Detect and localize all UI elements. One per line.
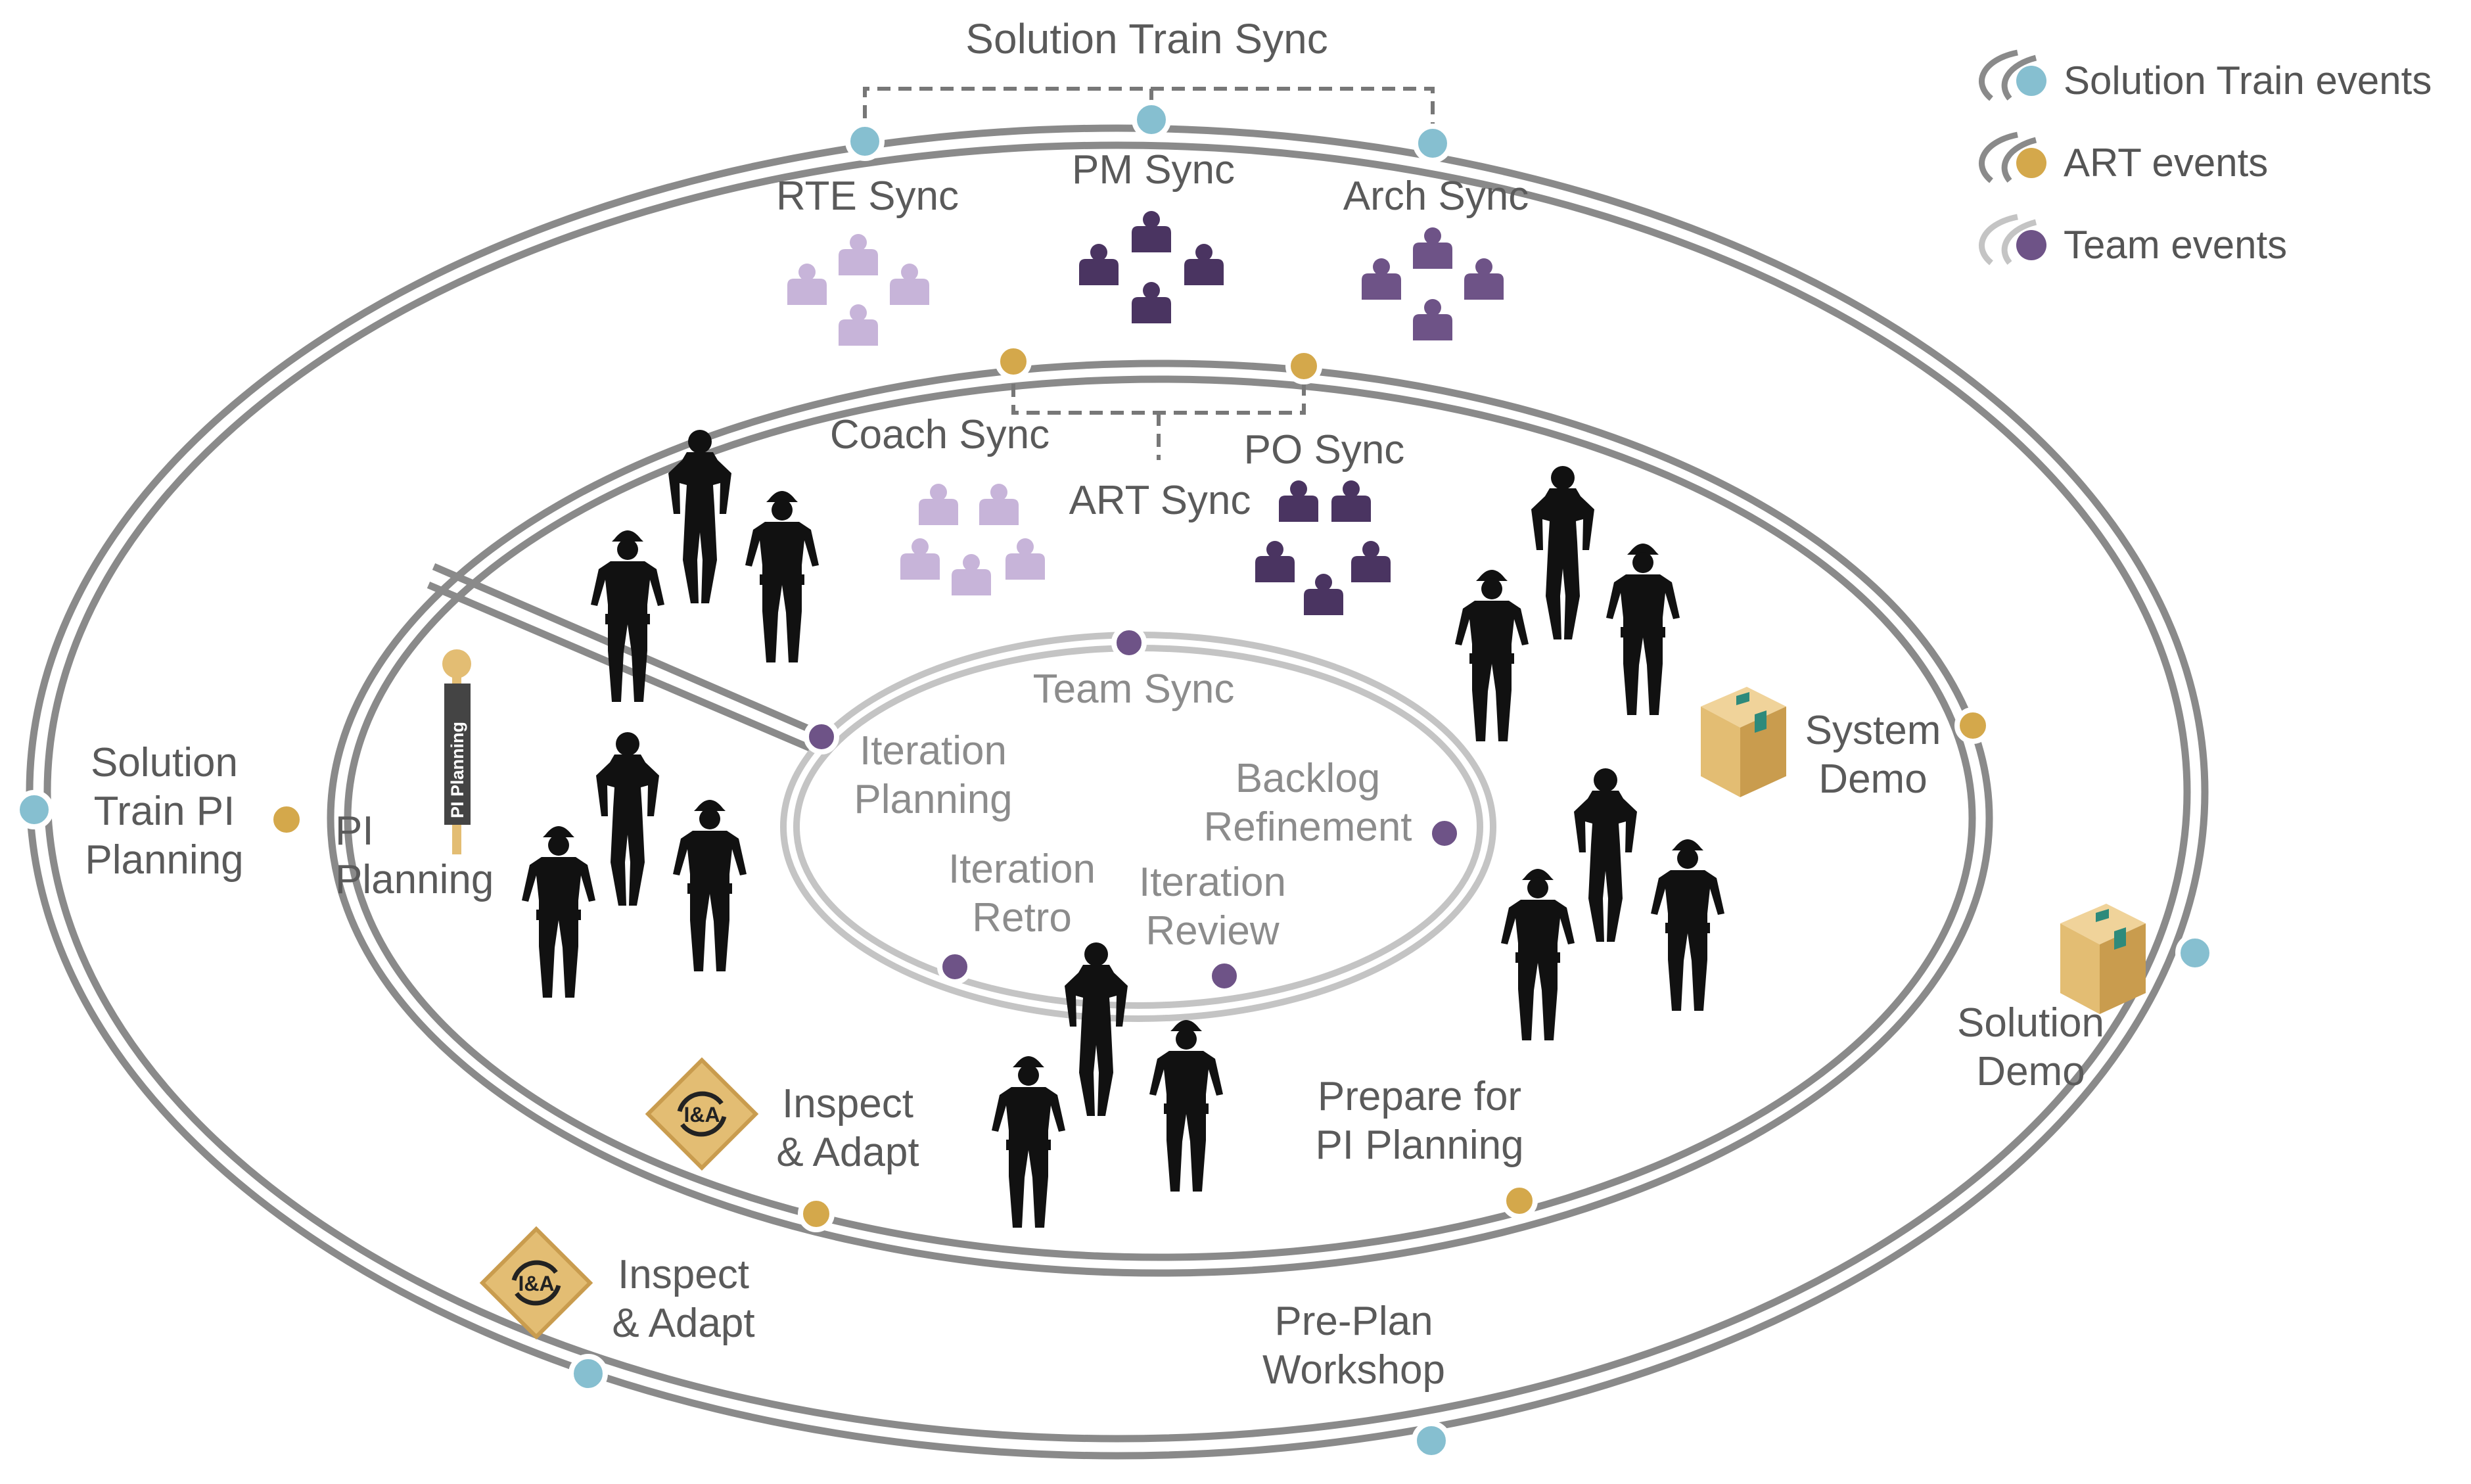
solution-train-event-dot — [568, 1354, 608, 1393]
rte-sync-people-icon — [787, 234, 929, 346]
art-dot-icon — [2016, 147, 2046, 178]
solution-train-event-dot — [845, 122, 885, 161]
art-sync-bracket — [1011, 363, 1306, 460]
iteration-planning-label: Iteration Planning — [854, 728, 1013, 822]
solution-train-event-dot — [2175, 933, 2215, 973]
backlog-refinement-label: Backlog Refinement — [1203, 756, 1412, 850]
team-silhouettes-upper-right — [1455, 466, 1680, 741]
solution-train-event-dot — [1412, 1421, 1451, 1460]
legend-arcs — [1979, 49, 2037, 266]
pm-sync-label: PM Sync — [1071, 147, 1236, 193]
pi-planning-signpost-icon: PI Planning — [442, 649, 471, 854]
solution-train-event-dot — [1413, 124, 1452, 163]
coach-sync-people-icon — [900, 484, 1045, 595]
team-event-dots — [804, 625, 1462, 994]
team-silhouettes-right — [1501, 768, 1724, 1040]
art-inspect-adapt-label: Inspect & Adapt — [776, 1081, 919, 1175]
art-event-dot — [268, 801, 305, 838]
legend-item-team: Team events — [1978, 222, 2287, 267]
art-event-dot — [1285, 348, 1322, 384]
art-event-dot — [1954, 707, 1991, 744]
art-sync-label: ART Sync — [1069, 478, 1251, 523]
art-track — [327, 359, 1993, 1277]
svg-text:PI Planning: PI Planning — [448, 722, 467, 818]
arch-sync-label: Arch Sync — [1343, 174, 1529, 219]
solution-demo-label: Solution Demo — [1956, 1000, 2105, 1094]
team-sync-label: Team Sync — [1032, 666, 1235, 712]
solution-demo-box-icon — [2060, 904, 2146, 1014]
rte-sync-label: RTE Sync — [776, 174, 959, 219]
solution-train-dot-icon — [2016, 65, 2046, 96]
art-pi-planning-label: PI Planning — [335, 808, 494, 902]
solution-train-sync-title: Solution Train Sync — [965, 15, 1328, 62]
iteration-retro-label: Iteration Retro — [948, 846, 1096, 940]
solution-train-pi-planning-label: Solution Train PI Planning — [85, 740, 244, 883]
po-sync-label: PO Sync — [1243, 427, 1405, 473]
team-event-dot — [1111, 625, 1147, 661]
pre-plan-workshop-label: Pre-Plan Workshop — [1262, 1299, 1445, 1393]
team-event-dot — [804, 719, 839, 754]
team-silhouettes-left — [522, 732, 747, 998]
art-event-dot — [995, 343, 1032, 380]
svg-text:I&A: I&A — [683, 1103, 720, 1126]
solution-inspect-adapt-badge-icon: I&A — [479, 1226, 593, 1340]
system-demo-label: System Demo — [1805, 708, 1941, 802]
iteration-review-label: Iteration Review — [1138, 860, 1287, 954]
legend-label: ART events — [2064, 141, 2269, 185]
art-event-dots — [268, 343, 1991, 1232]
pm-sync-people-icon — [1079, 211, 1224, 323]
prepare-for-pi-planning-label: Prepare for PI Planning — [1315, 1074, 1524, 1168]
coach-sync-label: Coach Sync — [829, 412, 1050, 457]
art-event-dot — [1501, 1182, 1538, 1219]
legend-label: Team events — [2064, 223, 2288, 267]
team-event-dot — [1427, 816, 1462, 851]
svg-text:I&A: I&A — [518, 1272, 554, 1295]
arch-sync-people-icon — [1362, 227, 1504, 340]
team-event-dot — [1207, 958, 1242, 994]
art-inspect-adapt-badge-icon: I&A — [645, 1057, 759, 1171]
solution-train-event-dot — [1132, 100, 1171, 139]
legend-label: Solution Train events — [2064, 58, 2432, 103]
legend-item-art: ART events — [1978, 140, 2268, 185]
legend-item-solution-train: Solution Train events — [1978, 58, 2432, 103]
team-event-dot — [937, 949, 973, 985]
team-dot-icon — [2016, 229, 2046, 260]
system-demo-box-icon — [1701, 687, 1786, 797]
team-silhouettes-bottom — [992, 942, 1223, 1228]
solution-inspect-adapt-label: Inspect & Adapt — [612, 1252, 755, 1346]
solution-train-event-dots — [14, 100, 2215, 1460]
solution-train-event-dot — [14, 790, 54, 829]
art-event-dot — [798, 1195, 835, 1232]
